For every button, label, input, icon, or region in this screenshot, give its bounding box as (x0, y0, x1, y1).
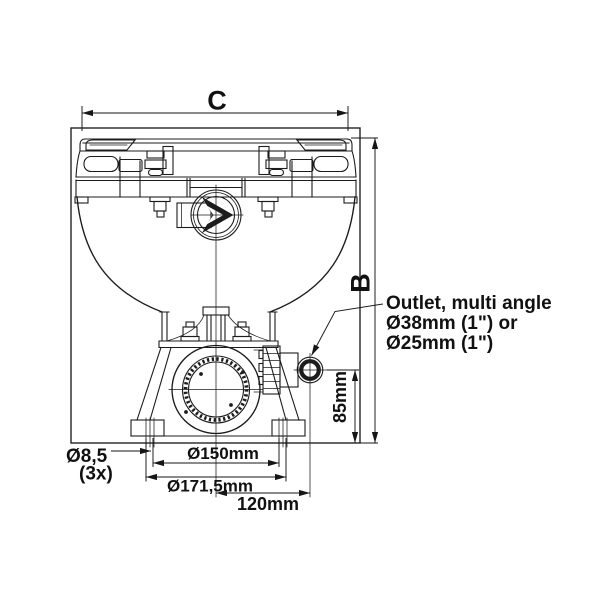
overall-width-label: C (207, 86, 227, 116)
bracket-walls (159, 311, 278, 342)
bracket-bolt-right (232, 321, 252, 342)
center-lines (215, 184, 311, 498)
bowl-neck-flares (166, 314, 271, 342)
seat-bumper-right (313, 155, 349, 173)
flange-hole-dot (199, 372, 203, 376)
bracket-bolt-left (180, 321, 200, 342)
drain-column (206, 314, 226, 342)
outlet-note-line1: Outlet, multi angle (386, 293, 552, 314)
flange-hole-dot (184, 410, 188, 414)
outlet-clamp-ribs (262, 353, 281, 389)
overall-height-label: B (346, 273, 376, 293)
mounting-hole-lines (145, 417, 288, 448)
pump-bracket (130, 306, 306, 448)
bracket-top-plate (158, 340, 279, 349)
outlet-note-line3: Ø25mm (1") (386, 333, 493, 354)
hinge-bolt-left (149, 196, 171, 218)
seat-horizontal-lines (75, 138, 357, 198)
outlet-offset-label: 120mm (237, 494, 299, 514)
hinge-left (144, 145, 174, 177)
foot-right (271, 419, 306, 437)
outlet-height-label: 85mm (330, 371, 350, 423)
foot-left (130, 419, 165, 437)
outlet-note-line2: Ø38mm (1") or (386, 313, 518, 334)
bowl-outline (76, 196, 356, 313)
outer-rectangle (70, 127, 361, 444)
outlet-leader-line (311, 303, 384, 356)
flange-tab-left (74, 196, 89, 204)
bracket-legs (136, 346, 300, 421)
mounting-hole-count-label: (3x) (79, 464, 113, 485)
seat-lid-assembly (74, 138, 358, 218)
lid-bumpers (85, 139, 347, 151)
dimensions: C B 85mm Ø150mm Ø171,5mm 120mm Ø8,5 (3x)… (66, 86, 552, 515)
flange-hole-dot (241, 370, 245, 374)
outlet-crosshair (293, 353, 330, 388)
base-extension-lines (145, 438, 287, 482)
seat-bumper-left (83, 155, 119, 173)
inner-circle-label: Ø150mm (187, 444, 259, 463)
outlet-assembly (253, 345, 330, 395)
hinge-bolt-right (257, 196, 279, 218)
mounting-hole-label: Ø8,5 (66, 446, 108, 467)
seat-pad-right (289, 158, 314, 173)
flange-tab-right (343, 196, 358, 204)
seat-pad-left (118, 158, 143, 173)
flange-hole-dot (229, 403, 233, 407)
hinge-right (258, 145, 288, 177)
seat-side-edges (75, 138, 357, 198)
